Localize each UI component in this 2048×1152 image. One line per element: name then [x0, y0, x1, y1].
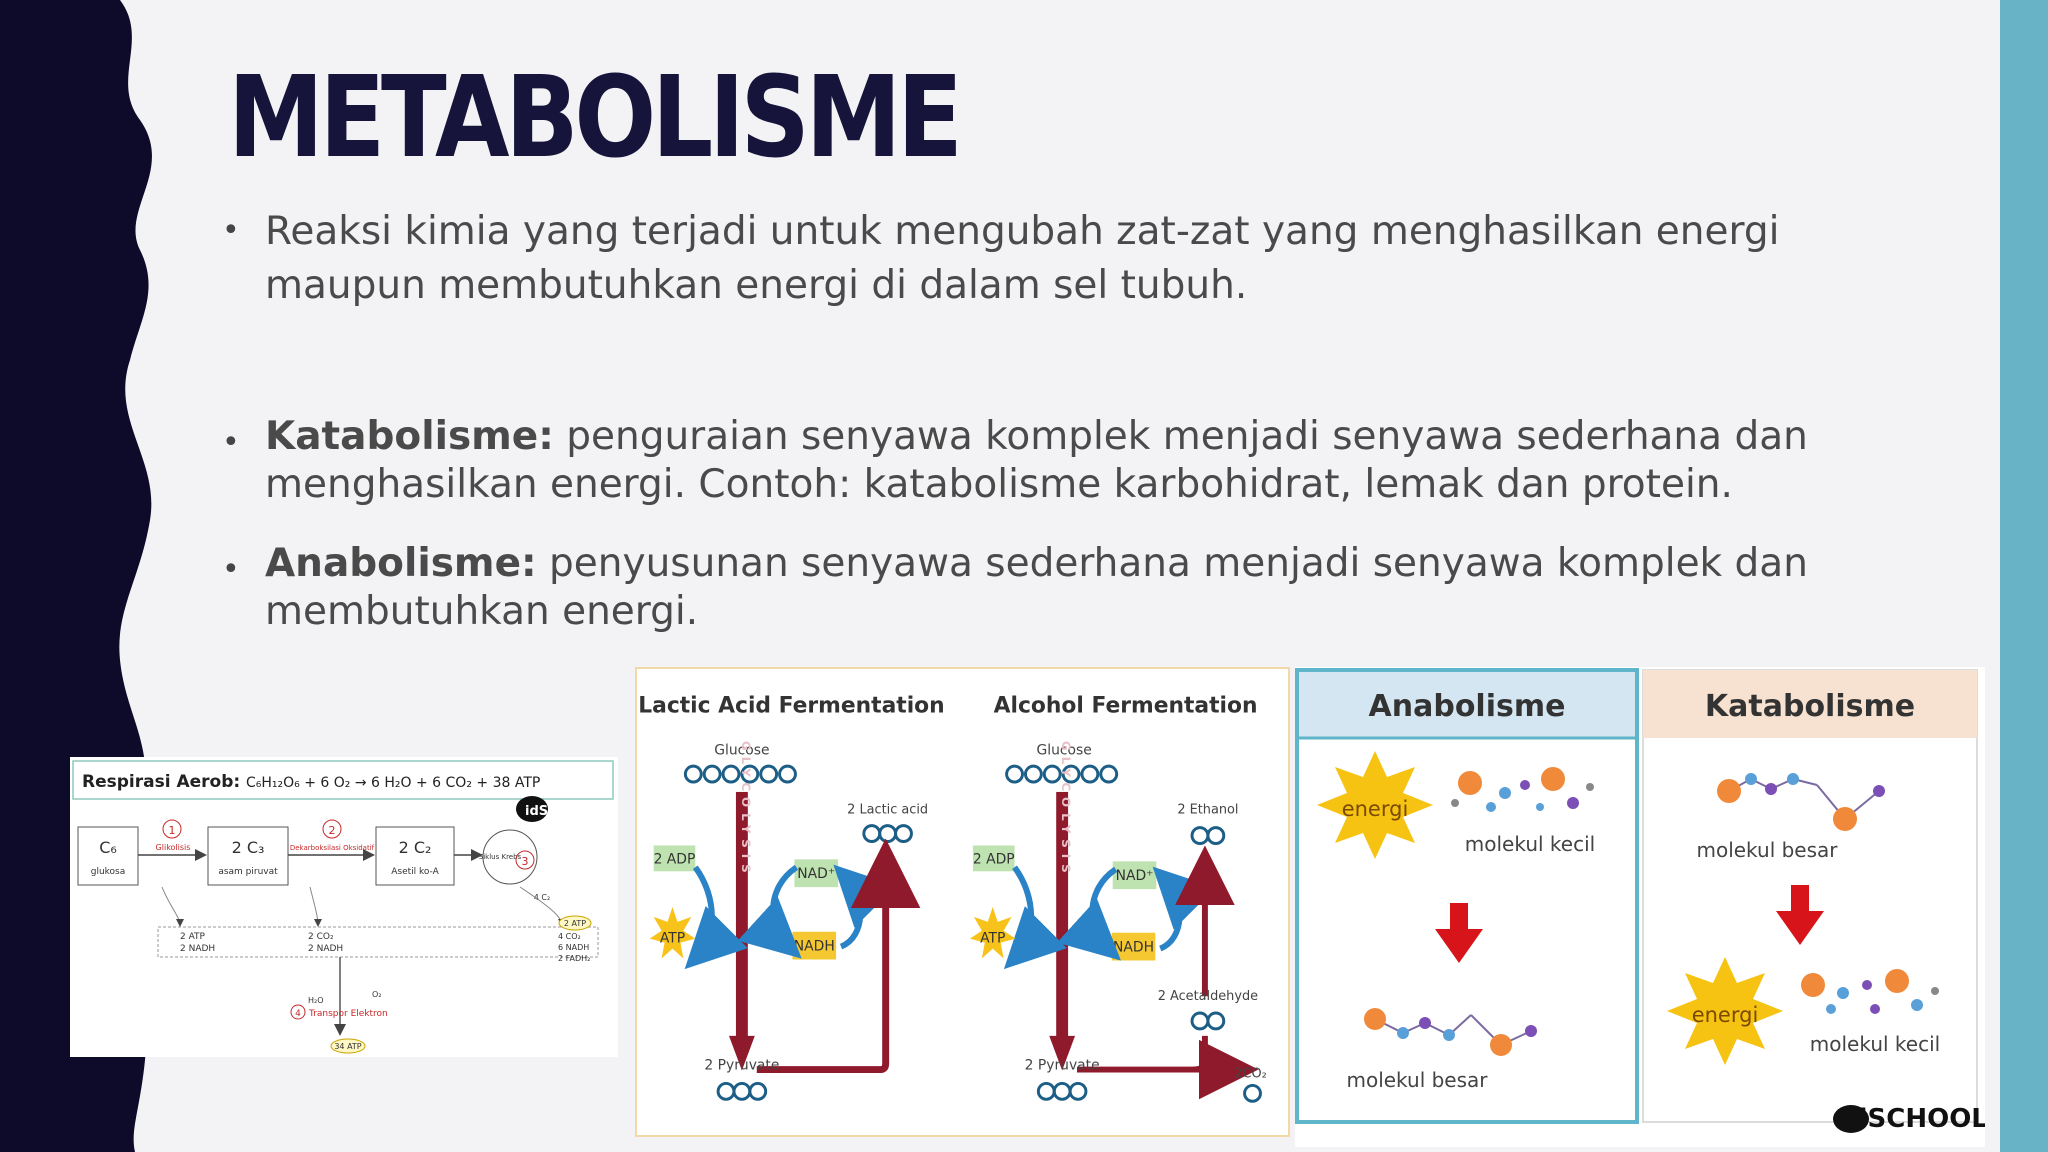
transport-label: Transpor Elektron — [308, 1009, 388, 1019]
alcohol-nadh: NADH — [1113, 940, 1154, 956]
anabolisme-big: molekul besar — [1346, 1068, 1488, 1092]
lactic-title: Lactic Acid Fermentation — [638, 694, 944, 719]
transport-result: 34 ATP — [334, 1042, 361, 1051]
respirasi-equation: C₆H₁₂O₆ + 6 O₂ → 6 H₂O + 6 CO₂ + 38 ATP — [246, 775, 540, 791]
transport-o2: O₂ — [372, 990, 382, 999]
big-molecule — [1717, 773, 1885, 831]
bullet-katabolisme: Katabolisme: penguraian senyawa komplek … — [265, 413, 1925, 509]
small-molecules — [1801, 969, 1939, 1014]
bullet-anabolisme: Anabolisme: penyusunan senyawa sederhana… — [265, 540, 1925, 636]
bullet-term: Anabolisme: — [265, 541, 537, 586]
katabolisme-energy: energi — [1692, 1003, 1759, 1027]
alcohol-acetaldehyde: 2 Acetaldehyde — [1158, 989, 1258, 1004]
step-2: 2 — [329, 824, 336, 837]
idschool-logo: idSCHOOL — [516, 796, 599, 822]
box-2c3: 2 C₃ — [232, 838, 265, 857]
alcohol-product: 2 Ethanol — [1177, 803, 1238, 818]
bullet-marker: • — [222, 425, 240, 460]
step-glikolisis: Glikolisis — [156, 843, 191, 852]
small-molecules — [1451, 767, 1594, 812]
brand-text: idSCHOOL — [1840, 1104, 1985, 1134]
yield-co2-1: 2 CO₂ — [308, 932, 334, 942]
right-accent-band — [2000, 0, 2048, 1152]
bullet-text: Reaksi kimia yang terjadi untuk mengubah… — [265, 209, 1780, 308]
lactic-nadh: NADH — [794, 939, 835, 955]
page-title: METABOLISME — [228, 53, 963, 183]
brand-text: idSCHOOL — [525, 804, 599, 819]
respirasi-title: Respirasi Aerob: — [82, 772, 240, 792]
bullet-definition: Reaksi kimia yang terjadi untuk mengubah… — [265, 205, 1925, 313]
box-c6: C₆ — [99, 838, 117, 857]
katabolisme-small: molekul kecil — [1810, 1032, 1940, 1056]
step-dekarboksilasi: Dekarboksilasi Oksidatif — [290, 844, 375, 852]
alcohol-glucose: Glucose — [1036, 742, 1091, 758]
step-3: 3 — [522, 855, 529, 868]
lactic-adp: 2 ADP — [654, 851, 696, 867]
alcohol-title: Alcohol Fermentation — [994, 694, 1258, 719]
fermentation-figure: Lactic Acid Fermentation Glucose GLYCOLY… — [635, 667, 1290, 1137]
yield-nadh-3: 6 NADH — [558, 943, 589, 952]
katabolisme-panel: Katabolisme molekul besar energi molekul… — [1642, 669, 1985, 1134]
alcohol-pyruvate: 2 Pyruvate — [1025, 1058, 1100, 1074]
anabolisme-katabolisme-figure: Anabolisme energi molekul kecil molekul … — [1295, 667, 1985, 1147]
down-arrow — [1435, 903, 1483, 963]
lactic-nad: NAD⁺ — [797, 866, 835, 882]
lactic-pyruvate: 2 Pyruvate — [704, 1058, 779, 1074]
alcohol-atp: ATP — [980, 931, 1005, 947]
yield-atp-1: 2 ATP — [180, 932, 206, 942]
box-2c2: 2 C₂ — [399, 838, 432, 857]
box-2c2-sub: Asetil ko-A — [391, 867, 439, 877]
step-1: 1 — [169, 824, 176, 837]
lactic-glycolysis: GLYCOLYSIS — [739, 741, 753, 879]
anabolisme-small: molekul kecil — [1465, 832, 1595, 856]
alcohol-adp: 2 ADP — [973, 851, 1015, 867]
step-4c2: 4 C₂ — [534, 893, 550, 902]
alcohol-panel: Alcohol Fermentation Glucose GLYCOLYSIS … — [969, 694, 1267, 1103]
lactic-glucose: Glucose — [714, 742, 769, 758]
bullet-marker: • — [222, 552, 240, 587]
lactic-panel: Lactic Acid Fermentation Glucose GLYCOLY… — [638, 694, 945, 1101]
lactic-product: 2 Lactic acid — [847, 803, 928, 818]
down-arrow — [1776, 885, 1824, 945]
step-4: 4 — [295, 1009, 301, 1019]
box-krebs: Siklus Krebs — [479, 853, 522, 861]
yield-co2-2: 4 CO₂ — [558, 932, 581, 941]
box-2c3-sub: asam piruvat — [218, 867, 278, 877]
bullet-text: penyusunan senyawa sederhana menjadi sen… — [265, 541, 1808, 634]
katabolisme-big: molekul besar — [1696, 838, 1838, 862]
yield-fadh2: 2 FADH₂ — [558, 954, 590, 963]
box-c6-sub: glukosa — [91, 867, 126, 877]
alcohol-nad: NAD⁺ — [1116, 868, 1154, 884]
bullet-term: Katabolisme: — [265, 414, 554, 459]
yield-nadh-1: 2 NADH — [180, 944, 215, 954]
alcohol-co2: 2CO₂ — [1234, 1066, 1266, 1081]
transport-h2o: H₂O — [308, 996, 324, 1005]
bullet-marker: • — [222, 213, 240, 248]
lactic-atp: ATP — [660, 931, 685, 947]
yield-nadh-2: 2 NADH — [308, 944, 343, 954]
respirasi-aerob-figure: Respirasi Aerob: C₆H₁₂O₆ + 6 O₂ → 6 H₂O … — [70, 757, 618, 1057]
yield-atp-2: 2 ATP — [564, 919, 586, 928]
katabolisme-header: Katabolisme — [1705, 689, 1915, 724]
idschool-logo: idSCHOOL — [1833, 1104, 1985, 1134]
bullet-text: penguraian senyawa komplek menjadi senya… — [265, 414, 1808, 507]
alcohol-glycolysis: GLYCOLYSIS — [1059, 741, 1073, 879]
anabolisme-panel: Anabolisme energi molekul kecil molekul … — [1295, 668, 1639, 1124]
anabolisme-energy: energi — [1342, 797, 1409, 821]
big-molecule — [1364, 1008, 1537, 1056]
anabolisme-header: Anabolisme — [1369, 689, 1566, 724]
